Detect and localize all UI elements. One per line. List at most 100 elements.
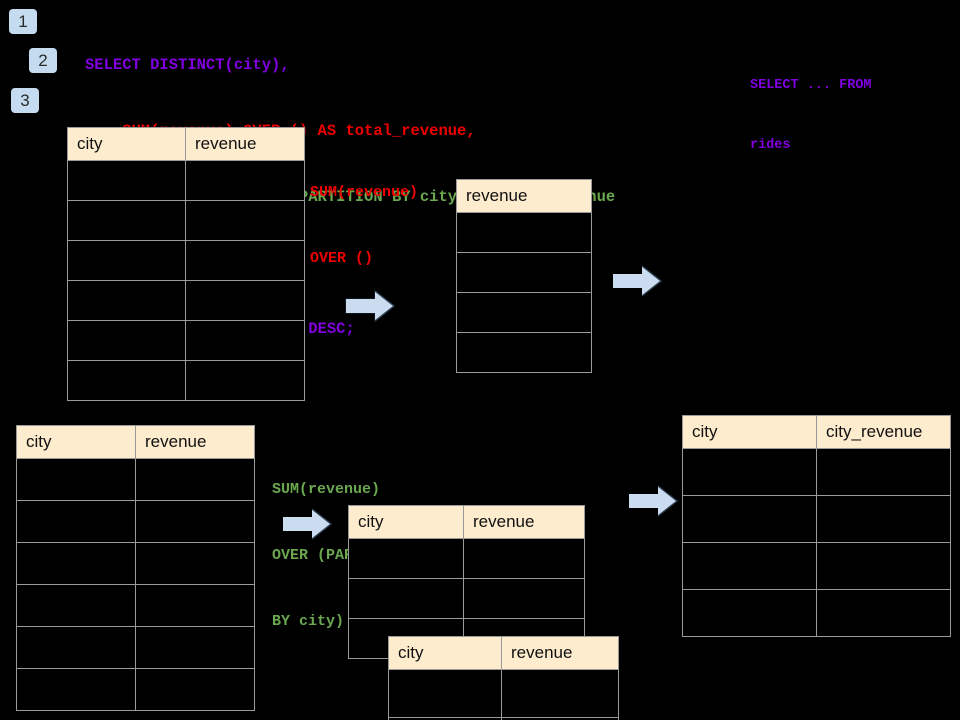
table-cell [682, 542, 817, 590]
column-header-city-revenue: city_revenue [816, 415, 951, 449]
table-row [16, 458, 255, 501]
table-cell [682, 589, 817, 637]
column-header-city: city [348, 505, 464, 539]
table-row [456, 332, 592, 373]
table-cell [348, 578, 464, 619]
table-cell [67, 240, 186, 281]
column-header-revenue: revenue [501, 636, 619, 670]
table-row [16, 626, 255, 669]
table-row [16, 500, 255, 543]
table-cell [388, 669, 502, 718]
annotation-over-partition-line-1: SUM(revenue) [272, 481, 381, 498]
column-header-city: city [16, 425, 136, 459]
table-row [456, 292, 592, 333]
table-cell [16, 668, 136, 711]
table-row [682, 542, 951, 590]
table-cell [501, 717, 619, 720]
column-header-revenue: revenue [456, 179, 592, 213]
table-cell [463, 578, 585, 619]
sql-side-note-line-1: SELECT ... FROM [750, 78, 872, 93]
table-cell [135, 500, 255, 543]
arrow-source-to-total [345, 290, 395, 322]
table-header-row: revenue [456, 179, 592, 213]
table-cell [456, 252, 592, 293]
table-cell [16, 542, 136, 585]
table-cell [456, 292, 592, 333]
table-row [16, 584, 255, 627]
table-cell [67, 160, 186, 201]
table-cell [456, 212, 592, 253]
table-cell [67, 320, 186, 361]
table-cell [185, 160, 305, 201]
column-header-city: city [388, 636, 502, 670]
table-cell [135, 458, 255, 501]
table-row [388, 669, 619, 718]
table-row [67, 200, 305, 241]
column-header-revenue: revenue [185, 127, 305, 161]
table-cell [456, 332, 592, 373]
table-header-row: city city_revenue [682, 415, 951, 449]
table-cell [67, 200, 186, 241]
step-badge-3: 3 [11, 88, 39, 113]
sql-side-note-line-2: rides [750, 138, 791, 153]
table-cell [816, 542, 951, 590]
table-cell [816, 448, 951, 496]
table-row [682, 495, 951, 543]
table-row [16, 542, 255, 585]
table-row [456, 212, 592, 253]
table-row [682, 448, 951, 496]
table-cell [16, 626, 136, 669]
table-header-row: city revenue [388, 636, 619, 670]
table-row [67, 320, 305, 361]
table-cell [816, 589, 951, 637]
annotation-over-empty-line-1: SUM(revenue) [310, 184, 419, 201]
partition-group-table-front: city revenue [388, 636, 619, 720]
table-cell [501, 669, 619, 718]
sql-line-1: SELECT DISTINCT(city), [85, 56, 290, 74]
table-cell [348, 538, 464, 579]
table-row [456, 252, 592, 293]
table-cell [67, 280, 186, 321]
total-revenue-table: revenue [456, 179, 592, 373]
annotation-over-partition-line-3: BY city) [272, 613, 345, 630]
table-cell [185, 360, 305, 401]
table-cell [135, 626, 255, 669]
table-cell [135, 542, 255, 585]
table-cell [16, 458, 136, 501]
annotation-over-empty: SUM(revenue) OVER () [310, 138, 418, 314]
sql-side-note: SELECT ... FROM rides [750, 36, 872, 196]
table-row [348, 578, 585, 619]
table-row [16, 668, 255, 711]
table-row [67, 360, 305, 401]
table-row [682, 589, 951, 637]
table-cell [185, 280, 305, 321]
table-cell [185, 240, 305, 281]
table-row [348, 538, 585, 579]
column-header-city: city [67, 127, 186, 161]
table-cell [463, 538, 585, 579]
table-row [67, 240, 305, 281]
arrow-partition-to-result [628, 485, 678, 517]
table-header-row: city revenue [348, 505, 585, 539]
column-header-revenue: revenue [463, 505, 585, 539]
table-cell [185, 200, 305, 241]
step-badge-2: 2 [29, 48, 57, 73]
table-cell [135, 668, 255, 711]
rides-source-table: city revenue [67, 127, 305, 401]
table-row [67, 280, 305, 321]
table-cell [185, 320, 305, 361]
table-cell [135, 584, 255, 627]
table-cell [67, 360, 186, 401]
column-header-revenue: revenue [135, 425, 255, 459]
arrow-total-to-result [612, 265, 662, 297]
table-row [67, 160, 305, 201]
table-header-row: city revenue [67, 127, 305, 161]
table-cell [816, 495, 951, 543]
arrow-source-to-partition [282, 508, 332, 540]
table-cell [16, 500, 136, 543]
table-cell [16, 584, 136, 627]
rides-source-table-bottom: city revenue [16, 425, 255, 711]
step-badge-1: 1 [9, 9, 37, 34]
table-cell [682, 495, 817, 543]
